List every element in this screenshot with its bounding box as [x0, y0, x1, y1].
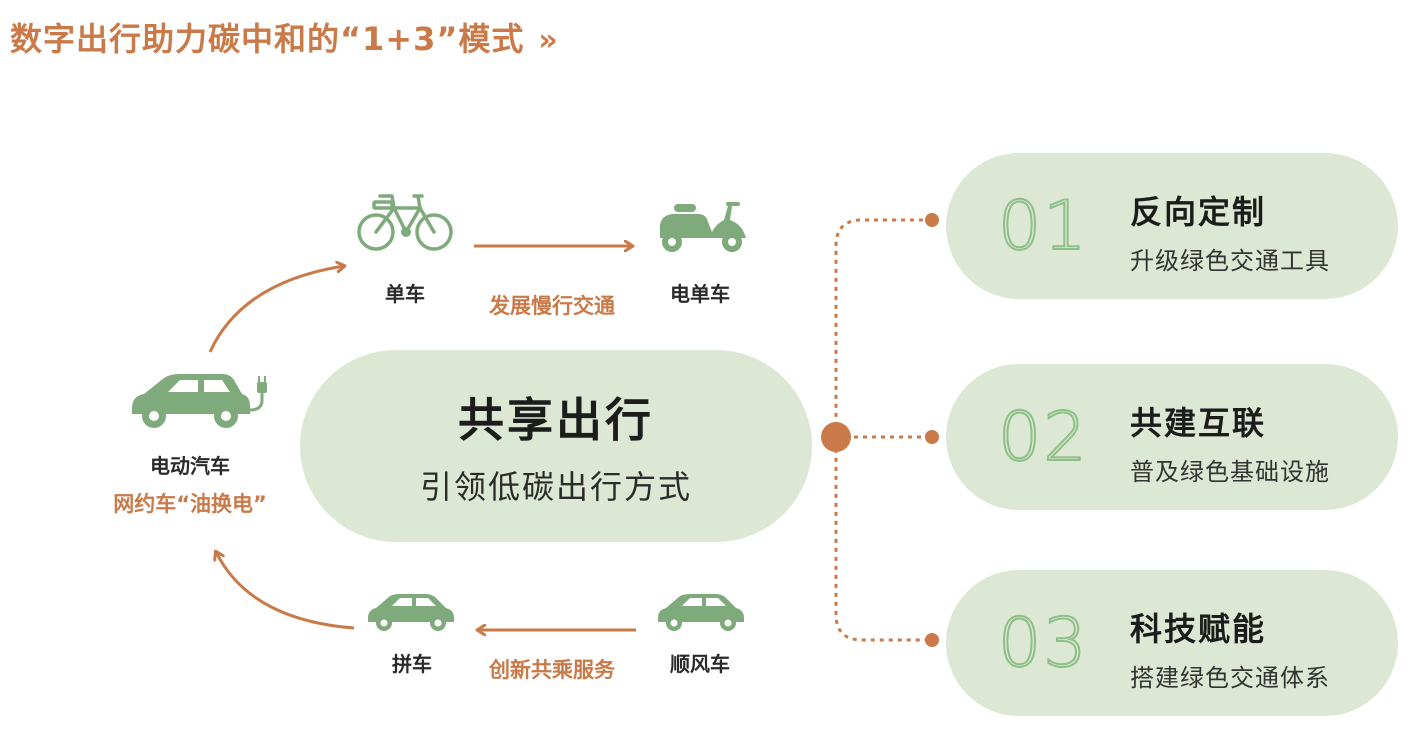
car-icon — [658, 594, 744, 631]
hub-dot — [821, 422, 851, 452]
pillar-number: 02 — [997, 398, 1089, 477]
pillar-card-02: 02 共建互联 普及绿色基础设施 — [946, 364, 1398, 510]
pillar-card-01: 01 反向定制 升级绿色交通工具 — [946, 153, 1398, 299]
ebike-label: 电单车 — [670, 282, 730, 306]
hitch-label: 顺风车 — [670, 652, 730, 676]
bicycle-icon — [357, 194, 453, 251]
arrow-ev-to-bike — [208, 266, 344, 353]
top-caption: 发展慢行交通 — [489, 294, 615, 318]
pillar-subtitle: 普及绿色基础设施 — [1130, 458, 1330, 486]
center-pill: 共享出行 引领低碳出行方式 — [300, 350, 812, 542]
ev-caption: 网约车“油换电” — [113, 492, 267, 516]
pillar-subtitle: 升级绿色交通工具 — [1130, 247, 1330, 275]
center-title: 共享出行 — [458, 393, 654, 447]
scooter-icon — [659, 202, 746, 252]
dotted-branch-lines — [834, 218, 932, 642]
branch-dot-03 — [925, 633, 939, 647]
carpool-label: 拼车 — [392, 652, 432, 676]
pillar-number: 01 — [997, 187, 1089, 266]
page-title-text: 数字出行助力碳中和的“1+3”模式 — [10, 20, 525, 58]
pillar-title: 共建互联 — [1130, 404, 1267, 442]
pillar-title: 科技赋能 — [1130, 610, 1267, 648]
car-icon — [368, 594, 454, 631]
electric-car-icon — [132, 374, 267, 428]
bike-label: 单车 — [385, 282, 425, 306]
ev-label: 电动汽车 — [150, 454, 230, 478]
bottom-caption: 创新共乘服务 — [489, 658, 615, 682]
pillar-number: 03 — [997, 604, 1089, 683]
pillar-card-03: 03 科技赋能 搭建绿色交通体系 — [946, 570, 1398, 716]
pillar-title: 反向定制 — [1130, 193, 1267, 231]
center-subtitle: 引领低碳出行方式 — [419, 468, 692, 506]
branch-dot-01 — [925, 213, 939, 227]
branch-dot-02 — [925, 430, 939, 444]
arrow-carpool-to-ev — [216, 552, 355, 630]
pillar-subtitle: 搭建绿色交通体系 — [1130, 664, 1330, 692]
